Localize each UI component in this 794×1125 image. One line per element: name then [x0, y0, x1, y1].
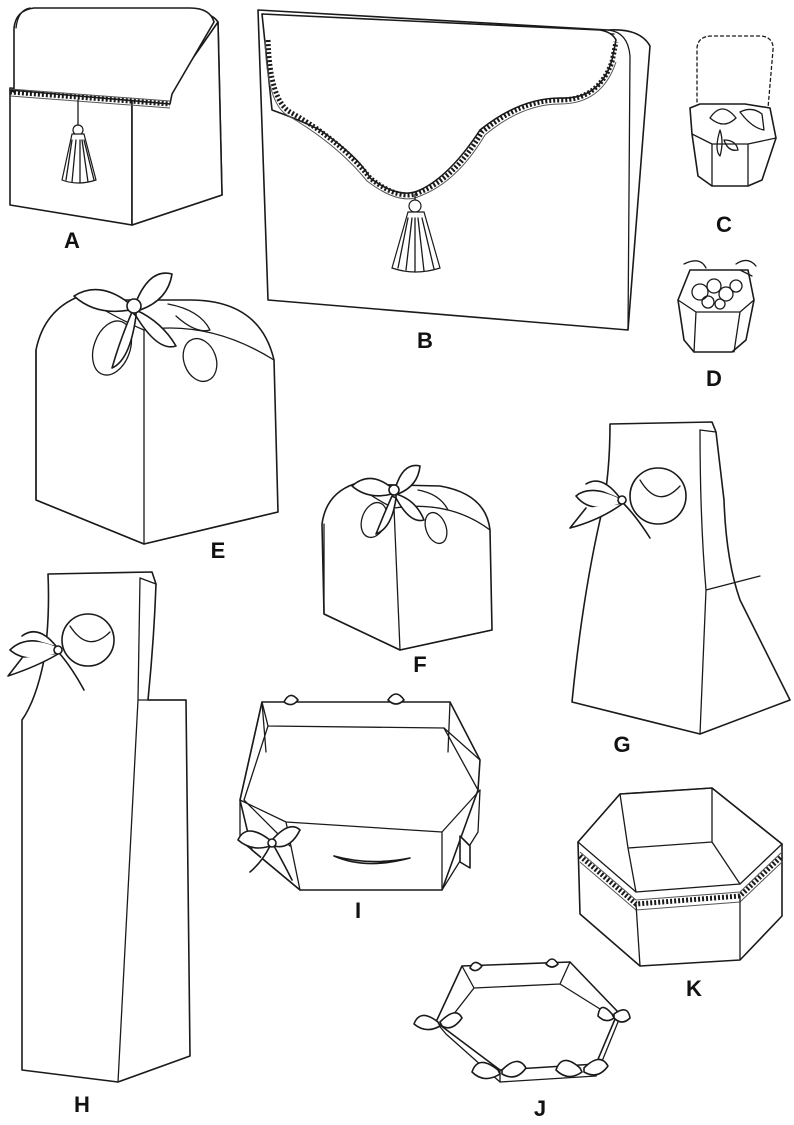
- figure-label: C: [716, 212, 732, 237]
- figure-c-beaded-purse: [689, 35, 777, 187]
- figure-j-small-hex-tray: [413, 958, 631, 1083]
- figure-label: I: [355, 898, 361, 923]
- figure-d-floral-box: [677, 259, 757, 353]
- figure-b-envelope-bag: [257, 9, 651, 331]
- figure-label: F: [413, 652, 426, 677]
- figure-label: J: [534, 1096, 546, 1121]
- figure-label: E: [211, 538, 226, 563]
- figure-g-window-bag: [569, 421, 791, 735]
- figure-label: G: [613, 732, 630, 757]
- figure-h-bottle-bag: [7, 571, 191, 1083]
- figure-label: D: [706, 366, 722, 391]
- figure-i-hex-tray: [237, 693, 481, 891]
- figure-k-hex-box: [577, 787, 784, 967]
- figure-f-small-pillow-box: [321, 464, 493, 651]
- figure-label: H: [74, 1092, 90, 1117]
- figure-label: A: [64, 228, 80, 253]
- figure-label: K: [686, 976, 702, 1001]
- figure-label: B: [417, 328, 433, 353]
- figure-a-flap-box: [9, 7, 223, 226]
- figure-e-pillow-box: [35, 272, 279, 545]
